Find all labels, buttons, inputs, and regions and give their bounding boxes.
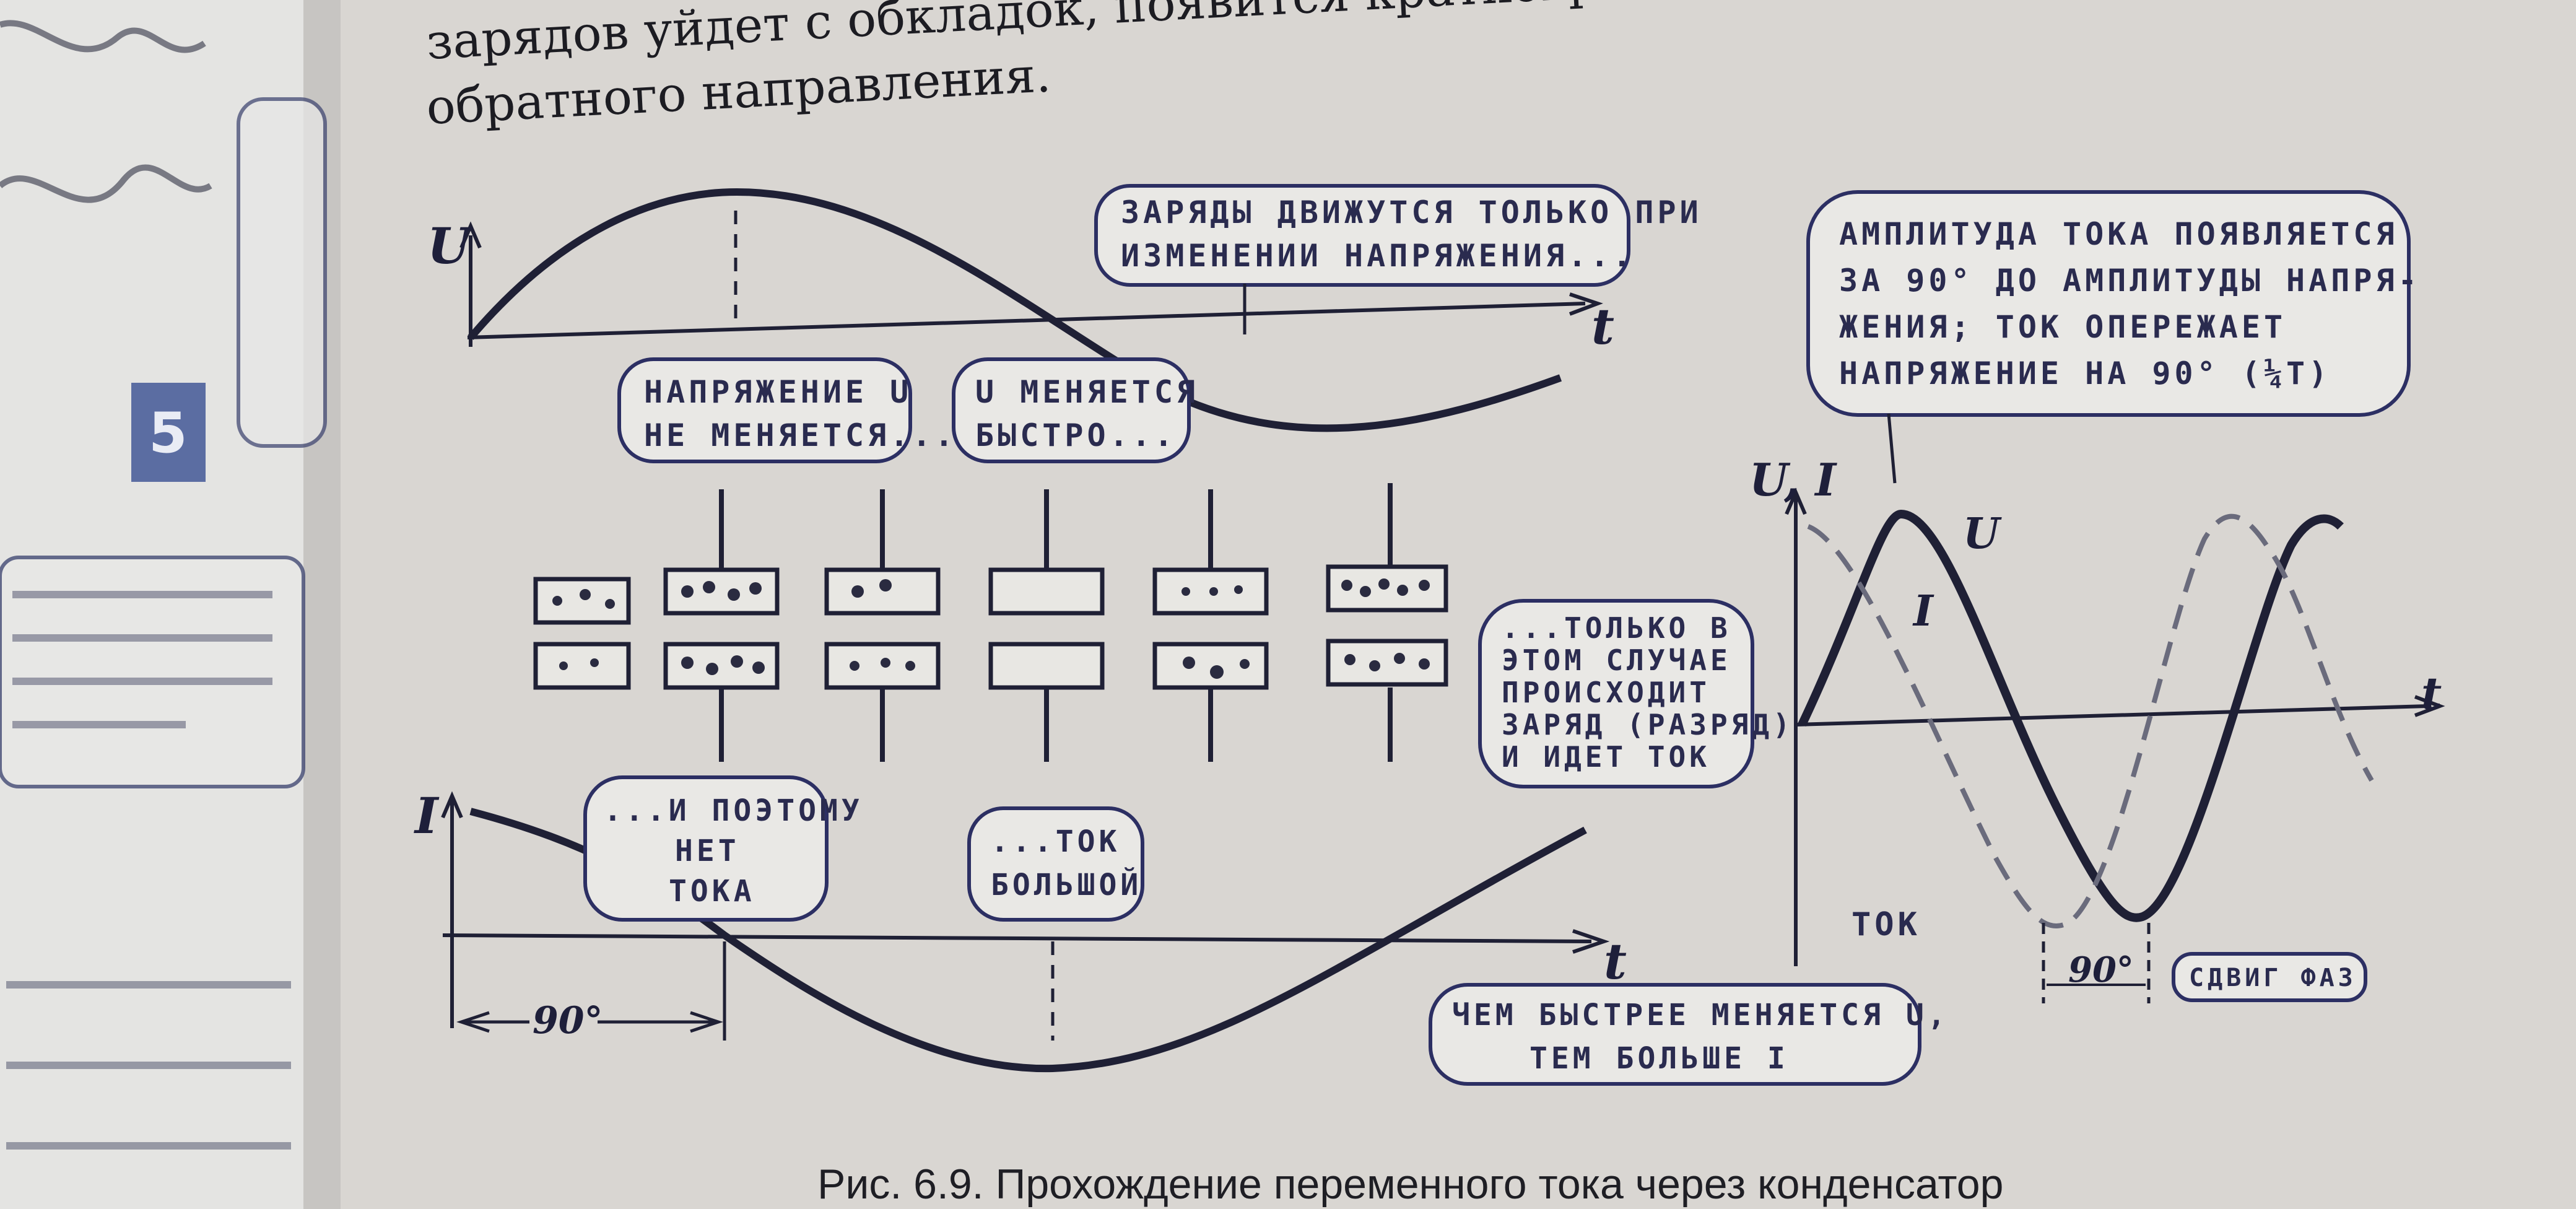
chapter-badge <box>131 383 206 482</box>
svg-text:ПРОИСХОДИТ: ПРОИСХОДИТ <box>1502 676 1710 709</box>
u-curve-label: U <box>1963 509 2002 559</box>
i-curve-label: I <box>1912 587 1934 636</box>
voltage-curve <box>468 188 1562 432</box>
bubble-only-then: ...ТОЛЬКО В ЭТОМ СЛУЧАЕ ПРОИСХОДИТ ЗАРЯД… <box>1478 599 1794 788</box>
svg-text:ЭТОМ СЛУЧАЕ: ЭТОМ СЛУЧАЕ <box>1502 644 1731 677</box>
bubble-faster: ЧЕМ БЫСТРЕЕ МЕНЯЕТСЯ U, ТЕМ БОЛЬШЕ I <box>1429 983 1949 1086</box>
svg-text:БОЛЬШОЙ: БОЛЬШОЙ <box>991 867 1142 902</box>
page-text-line-1: зарядов уйдет с обкладок, появится кратк… <box>425 0 2240 71</box>
voltage-axis-label: U <box>427 217 473 275</box>
capacitor-3 <box>824 489 941 762</box>
phase-axis-label: U, I <box>1749 453 1837 506</box>
svg-text:НАПРЯЖЕНИЕ НА 90° (¼T): НАПРЯЖЕНИЕ НА 90° (¼T) <box>1839 356 2331 391</box>
svg-text:ЗАРЯД (РАЗРЯД): ЗАРЯД (РАЗРЯД) <box>1502 708 1794 741</box>
svg-text:ЖЕНИЯ; ТОК ОПЕРЕЖАЕТ: ЖЕНИЯ; ТОК ОПЕРЕЖАЕТ <box>1839 309 2286 345</box>
angle-label-bottom: 90° <box>533 999 603 1042</box>
left-page: 5 <box>0 0 341 1209</box>
phase-shift-label: СДВИГ ФАЗ <box>2189 964 2357 992</box>
time-axis-label-bottom: t <box>1604 932 1627 990</box>
capacitor-row <box>533 483 1448 762</box>
svg-text:НАПРЯЖЕНИЕ U: НАПРЯЖЕНИЕ U <box>644 374 912 410</box>
svg-text:ЧЕМ БЫСТРЕЕ МЕНЯЕТСЯ U,: ЧЕМ БЫСТРЕЕ МЕНЯЕТСЯ U, <box>1452 998 1949 1032</box>
svg-text:АМПЛИТУДА ТОКА ПОЯВЛЯЕТСЯ: АМПЛИТУДА ТОКА ПОЯВЛЯЕТСЯ <box>1839 216 2398 252</box>
svg-text:НЕ МЕНЯЕТСЯ...: НЕ МЕНЯЕТСЯ... <box>644 417 957 453</box>
u-curve <box>1798 509 2344 922</box>
current-word-label: ТОК <box>1852 906 1921 943</box>
svg-text:ИЗМЕНЕНИИ НАПРЯЖЕНИЯ...: ИЗМЕНЕНИИ НАПРЯЖЕНИЯ... <box>1121 238 1635 274</box>
capacitor-4 <box>988 489 1105 762</box>
svg-text:...ТОЛЬКО В: ...ТОЛЬКО В <box>1502 611 1731 645</box>
svg-text:НЕТ: НЕТ <box>675 834 740 868</box>
svg-text:ЗА 90° ДО АМПЛИТУДЫ НАПРЯ-: ЗА 90° ДО АМПЛИТУДЫ НАПРЯ- <box>1839 263 2421 299</box>
svg-text:ЗАРЯДЫ ДВИЖУТСЯ ТОЛЬКО ПРИ: ЗАРЯДЫ ДВИЖУТСЯ ТОЛЬКО ПРИ <box>1121 194 1702 230</box>
svg-text:U МЕНЯЕТСЯ: U МЕНЯЕТСЯ <box>975 374 1199 410</box>
time-axis-label-top: t <box>1591 297 1614 356</box>
bubble-u-fast: U МЕНЯЕТСЯ БЫСТРО... <box>952 357 1199 463</box>
chapter-badge-number: 5 <box>149 401 188 466</box>
bubble-amplitude: АМПЛИТУДА ТОКА ПОЯВЛЯЕТСЯ ЗА 90° ДО АМПЛ… <box>1806 190 2421 484</box>
i-curve <box>1807 513 2374 928</box>
bubble-charges-move: ЗАРЯДЫ ДВИЖУТСЯ ТОЛЬКО ПРИ ИЗМЕНЕНИИ НАП… <box>1094 184 1702 334</box>
phase-time-label: t <box>2421 667 2442 720</box>
capacitor-5 <box>1152 489 1269 762</box>
svg-text:...И ПОЭТОМУ: ...И ПОЭТОМУ <box>604 793 863 828</box>
capacitor-6 <box>1326 483 1448 762</box>
bubble-big-current: ...ТОК БОЛЬШОЙ <box>967 806 1144 922</box>
svg-text:...ТОК: ...ТОК <box>991 824 1120 859</box>
bubble-no-current: ...И ПОЭТОМУ НЕТ ТОКА <box>583 775 863 922</box>
capacitor-2 <box>663 489 780 762</box>
capacitor-1 <box>533 577 631 690</box>
current-axis-label: I <box>414 787 440 845</box>
voltage-graph: U t <box>427 188 1614 432</box>
angle-label-right: 90° <box>2068 949 2134 990</box>
figure-caption: Рис. 6.9. Прохождение переменного тока ч… <box>817 1161 2003 1208</box>
svg-text:ТЕМ БОЛЬШЕ I: ТЕМ БОЛЬШЕ I <box>1530 1041 1789 1076</box>
svg-text:БЫСТРО...: БЫСТРО... <box>975 417 1177 453</box>
svg-text:ТОКА: ТОКА <box>669 874 755 909</box>
bubble-u-constant: НАПРЯЖЕНИЕ U НЕ МЕНЯЕТСЯ... <box>617 357 957 463</box>
phase-graph: U, I t U I ТОК 90° СДВИГ ФАЗ <box>1749 453 2445 1003</box>
svg-text:И ИДЕТ ТОК: И ИДЕТ ТОК <box>1502 740 1710 774</box>
